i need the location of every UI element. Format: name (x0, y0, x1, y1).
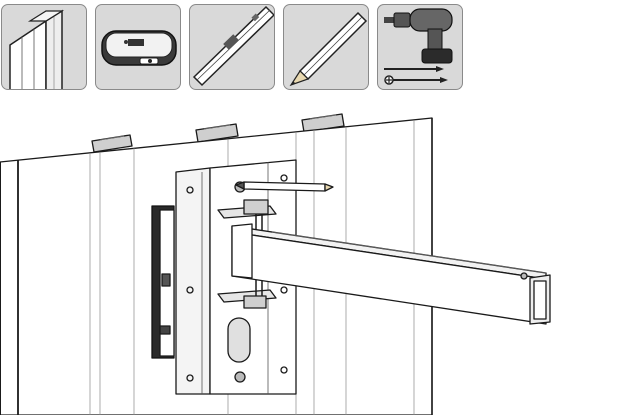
spirit-level-icon (192, 5, 274, 87)
wall-mounting-plate (175, 159, 297, 395)
tape-measure-icon (101, 30, 177, 66)
pencil-icon (289, 11, 368, 87)
marking-pencil (235, 181, 334, 192)
tool-tile-tape-measure (95, 4, 181, 90)
cordless-drill-icon (384, 8, 453, 85)
tool-tile-board (1, 4, 87, 90)
spirit-level (151, 205, 175, 359)
installation-illustration (0, 95, 617, 415)
tool-tile-spirit-level (189, 4, 275, 90)
hinge-bolt (217, 199, 277, 309)
required-tools-strip (0, 0, 617, 95)
tool-tile-pencil (283, 4, 369, 90)
mounting-diagram (0, 113, 551, 415)
wooden-board-icon (9, 9, 65, 89)
swing-arm (231, 223, 551, 325)
tool-tile-drill-and-screws (377, 4, 463, 90)
